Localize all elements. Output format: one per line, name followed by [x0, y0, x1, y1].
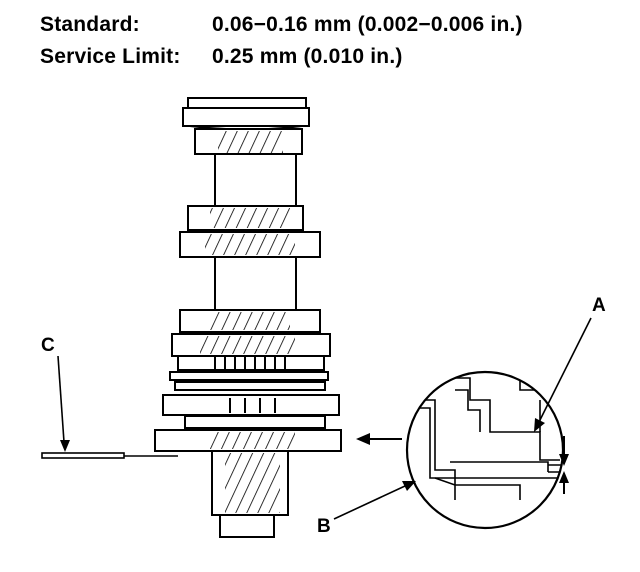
top-bearing	[182, 97, 310, 155]
callout-c: C	[41, 335, 55, 356]
detail-magnifier	[405, 370, 569, 530]
spec-standard-value: 0.06−0.16 mm (0.002−0.006 in.)	[212, 13, 523, 36]
upper-shaft	[179, 153, 321, 311]
callout-b: B	[317, 516, 331, 537]
spec-standard-label: Standard:	[40, 13, 140, 36]
bottom-shaft	[211, 450, 289, 538]
spec-limit-label: Service Limit:	[40, 45, 181, 68]
feeler-gauge	[41, 452, 178, 459]
detail-arrow	[356, 433, 402, 445]
spec-limit-value: 0.25 mm (0.010 in.)	[212, 45, 403, 68]
leader-lines	[57, 317, 592, 520]
lower-gear-stack	[154, 309, 342, 452]
spec-limit-row: Service Limit: 0.25 mm (0.010 in.)	[40, 45, 403, 69]
spec-standard-row: Standard: 0.06−0.16 mm (0.002−0.006 in.)	[40, 13, 523, 37]
callout-a: A	[592, 295, 606, 316]
